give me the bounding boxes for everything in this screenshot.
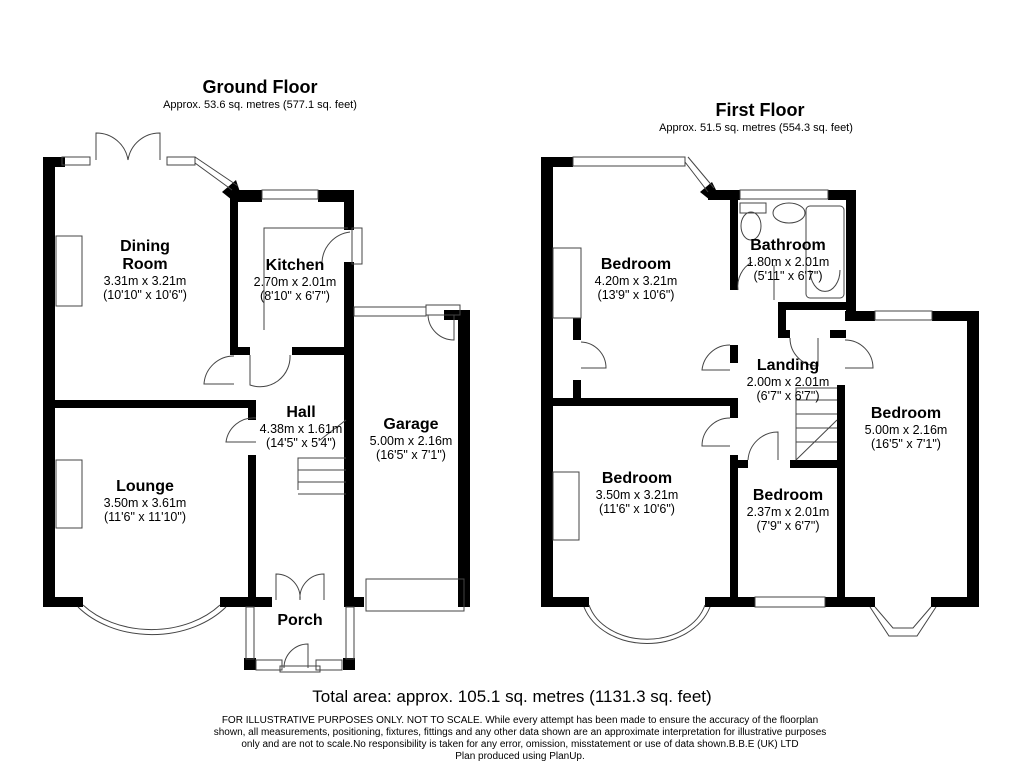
disclaimer: FOR ILLUSTRATIVE PURPOSES ONLY. NOT TO S… [180,715,860,763]
ground-floor-walls [43,157,470,670]
room-label-landing: Landing 2.00m x 2.01m (6'7" x 6'7") [746,357,830,403]
disclaimer-line: FOR ILLUSTRATIVE PURPOSES ONLY. NOT TO S… [221,715,819,726]
first-floor-area: Approx. 51.5 sq. metres (554.3 sq. feet) [659,122,853,134]
room-label-hall: Hall 4.38m x 1.61m (14'5" x 5'4") [259,404,343,450]
room-label-bedroom-2: Bedroom 5.00m x 2.16m (16'5" x 7'1") [864,405,948,451]
room-label-bedroom-3: Bedroom 3.50m x 3.21m (11'6" x 10'6") [595,470,679,516]
first-floor-title: First Floor [715,100,805,120]
ground-floor-title: Ground Floor [202,77,318,97]
room-label-kitchen: Kitchen 2.70m x 2.01m (8'10" x 6'7") [253,257,337,303]
room-label-bedroom-4: Bedroom 2.37m x 2.01m (7'9" x 6'7") [746,487,830,533]
first-floor-walls [541,157,979,607]
room-label-dining-room: Dining Room 3.31m x 3.21m (10'10" x 10'6… [103,238,187,302]
room-label-bathroom: Bathroom 1.80m x 2.01m (5'11" x 6'7") [746,237,830,283]
ground-floor-fixtures [55,132,465,673]
ground-floor-area: Approx. 53.6 sq. metres (577.1 sq. feet) [163,99,357,111]
room-label-garage: Garage 5.00m x 2.16m (16'5" x 7'1") [369,416,453,462]
total-area: Total area: approx. 105.1 sq. metres (11… [312,687,712,706]
disclaimer-line: Plan produced using PlanUp. [455,751,585,762]
disclaimer-line: shown, all measurements, positioning, fi… [213,727,827,738]
room-label-bedroom-1: Bedroom 4.20m x 3.21m (13'9" x 10'6") [594,256,678,302]
first-floor-fixtures [552,156,937,644]
room-label-porch: Porch [277,612,323,629]
disclaimer-line: only and are not to scale.No responsibil… [241,739,799,750]
room-label-lounge: Lounge 3.50m x 3.61m (11'6" x 11'10") [103,478,187,524]
